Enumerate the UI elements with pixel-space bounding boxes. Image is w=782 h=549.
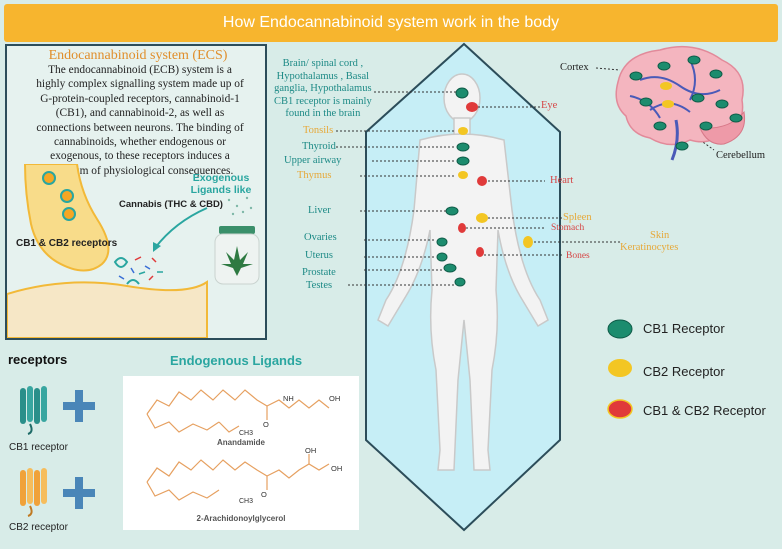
human-silhouette	[377, 73, 549, 471]
brain-illustration	[615, 45, 746, 161]
particle-dots	[227, 196, 253, 216]
thyroid-label: Thyroid	[302, 141, 336, 152]
cerebellum-label: Cerebellum	[716, 150, 765, 161]
cb2-receptor-icon	[20, 468, 47, 517]
cb2-receptor-label: CB2 receptor	[9, 522, 68, 533]
ecs-line: (CB1), and cannabinoid-2, as well as	[55, 107, 225, 120]
page-title: How Endocannabinoid system work in the b…	[222, 14, 560, 31]
legend-both-label: CB1 & CB2 Receptor	[643, 403, 766, 418]
atom-oh: OH	[305, 446, 317, 455]
tonsils-label: Tonsils	[303, 125, 334, 136]
anandamide-structure	[146, 389, 330, 433]
anandamide-label: Anandamide	[216, 438, 265, 447]
brain-label: Brain/ spinal cord , Hypothalamus , Basa…	[274, 58, 372, 119]
spleen-label: Spleen	[563, 212, 592, 223]
legend-both-dot	[607, 399, 633, 419]
ecs-line: connections between neurons. The binding…	[36, 121, 244, 134]
receptor-dots	[436, 87, 533, 287]
cannabis-label: Cannabis (THC & CBD)	[119, 199, 223, 210]
vesicle	[60, 189, 74, 203]
ecs-line: G-protein-coupled receptors, cannabinoid…	[40, 92, 240, 105]
stomach-label: Stomach	[551, 223, 585, 233]
atom-nh: NH	[283, 394, 294, 403]
synapse-illustration	[7, 164, 260, 338]
chemical-structures-panel: NH OH O CH3 Anandamide OH OH O CH3 2-Ara…	[123, 376, 359, 530]
ecs-title: Endocannabinoid system (ECS)	[48, 48, 228, 63]
legend-cb2-label: CB2 Receptor	[643, 364, 725, 379]
vesicle	[42, 171, 56, 185]
jar-lid	[219, 226, 255, 234]
plus-icon	[63, 477, 95, 509]
exogenous-label: Exogenous Ligands like	[190, 172, 252, 196]
ovaries-label: Ovaries	[304, 232, 337, 243]
skin-label: Skin	[650, 230, 670, 241]
atom-oh: OH	[331, 464, 343, 473]
receptor-shape	[126, 279, 140, 285]
liver-label: Liver	[308, 205, 331, 216]
cb1-receptor-label: CB1 receptor	[9, 442, 68, 453]
cortex-label: Cortex	[560, 62, 589, 73]
ecs-line: cannabinoids, whether endogenous or	[53, 136, 227, 149]
uterus-label: Uterus	[305, 250, 333, 261]
endogenous-heading: Endogenous Ligands	[170, 353, 303, 368]
receptor-shape	[113, 257, 129, 268]
atom-ch3: CH3	[239, 498, 254, 505]
ecs-description: The endocannabinoid (ECB) system is a hi…	[17, 63, 263, 178]
2ag-structure	[146, 454, 330, 501]
hexagon-frame	[365, 42, 561, 532]
thymus-label: Thymus	[297, 170, 332, 181]
legend-cb1-label: CB1 Receptor	[643, 321, 725, 336]
bones-label: Bones	[566, 251, 590, 261]
cb-receptors-label: CB1 & CB2 receptors	[16, 238, 118, 249]
keratinocytes-label: Keratinocytes	[620, 242, 679, 253]
ecs-line: spectrum of physiological consequences.	[46, 164, 234, 177]
atom-oh: OH	[329, 394, 341, 403]
legend-cb2-dot	[608, 359, 632, 377]
heart-label: Heart	[550, 175, 574, 186]
prostate-label: Prostate	[302, 267, 336, 278]
ligand-particles	[118, 256, 163, 281]
plus-icon	[63, 390, 95, 422]
cb1-receptor-icon	[20, 386, 47, 435]
testes-label: Testes	[306, 280, 333, 291]
ecs-line: highly complex signalling system made up…	[36, 78, 244, 91]
cannabis-leaf-icon	[221, 246, 253, 276]
title-banner: How Endocannabinoid system work in the b…	[4, 4, 778, 42]
ecs-line: The endocannabinoid (ECB) system is a	[48, 64, 232, 76]
legend-cb1-dot	[607, 319, 633, 339]
receptors-heading: receptors	[8, 352, 68, 367]
atom-o: O	[261, 490, 267, 499]
eye-label: Eye	[541, 100, 558, 111]
vesicle	[62, 207, 76, 221]
upper-airway-label: Upper airway	[284, 155, 342, 166]
ecs-panel: Endocannabinoid system (ECS) The endocan…	[5, 44, 267, 340]
ligand-arrow	[154, 207, 208, 249]
postsynaptic-cell	[7, 280, 208, 338]
2ag-label: 2-Arachidonoylglycerol	[196, 514, 286, 523]
atom-o: O	[263, 420, 269, 429]
arrowhead	[153, 242, 161, 252]
ecs-line: exogenous, to these receptors induces a	[50, 150, 230, 163]
atom-ch3: CH3	[239, 430, 254, 437]
